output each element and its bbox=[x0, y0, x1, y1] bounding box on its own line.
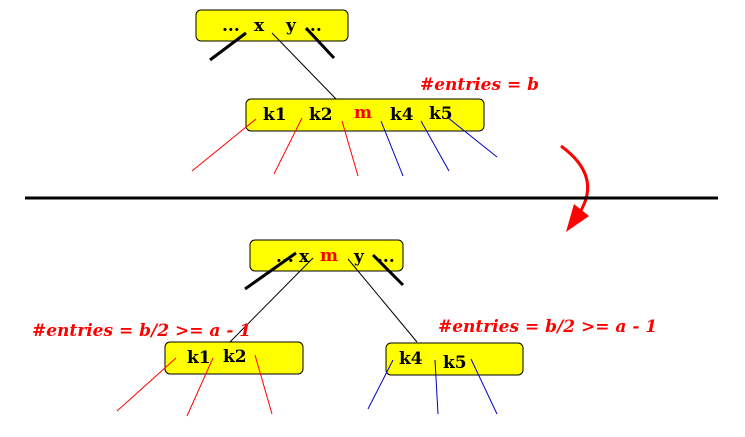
after-left-entries-annotation: #entries = b/2 >= a - 1 bbox=[32, 321, 251, 341]
after-right-key-k4: k4 bbox=[399, 349, 423, 369]
after-left-node bbox=[164, 341, 304, 375]
after-left-child-edge-2 bbox=[186, 357, 214, 417]
after-state: ... x m y ... #entries = b/2 >= a - 1 #e… bbox=[32, 239, 657, 417]
after-parent-right-dots: ... bbox=[377, 247, 395, 267]
before-child-edge-6 bbox=[446, 116, 498, 158]
after-edge-to-left-node bbox=[228, 257, 314, 344]
before-parent-left-dots: ... bbox=[222, 16, 240, 36]
after-right-entries-annotation: #entries = b/2 >= a - 1 bbox=[438, 317, 657, 337]
after-right-node bbox=[385, 342, 524, 376]
after-right-child-edge-2 bbox=[434, 359, 439, 415]
after-edge-to-right-node bbox=[347, 258, 418, 343]
before-key-k1: k1 bbox=[263, 105, 287, 125]
before-child-edge-3 bbox=[341, 120, 359, 177]
before-child-edge-2 bbox=[273, 117, 303, 175]
before-parent-child-edge bbox=[271, 32, 338, 101]
after-parent-key-x: x bbox=[299, 247, 310, 267]
before-child-edge-5 bbox=[420, 120, 450, 172]
before-full-node bbox=[245, 98, 485, 132]
after-parent-left-dots: ... bbox=[276, 247, 294, 267]
before-child-edge-1 bbox=[191, 118, 257, 172]
before-key-m: m bbox=[354, 103, 372, 123]
after-left-child-edge-1 bbox=[116, 357, 177, 412]
before-state: ... x y ... #entries = b k1 k2 m k4 k5 bbox=[191, 9, 539, 177]
after-parent-key-y: y bbox=[353, 247, 365, 267]
before-key-k4: k4 bbox=[390, 105, 414, 125]
after-left-child-edge-3 bbox=[254, 354, 273, 415]
before-key-k5: k5 bbox=[429, 104, 453, 124]
after-right-key-k5: k5 bbox=[443, 353, 467, 373]
after-parent-node bbox=[249, 239, 404, 272]
after-right-child-edge-1 bbox=[367, 359, 394, 410]
after-parent-left-stub bbox=[244, 251, 297, 291]
before-parent-key-y: y bbox=[285, 16, 297, 36]
before-parent-right-dots: ... bbox=[304, 16, 322, 36]
before-parent-right-stub bbox=[304, 26, 336, 60]
before-parent-node bbox=[195, 9, 349, 42]
after-left-key-k2: k2 bbox=[223, 347, 247, 367]
after-parent-right-stub bbox=[371, 253, 405, 287]
after-right-child-edge-3 bbox=[470, 358, 498, 415]
before-parent-key-x: x bbox=[254, 16, 265, 36]
after-left-key-k1: k1 bbox=[187, 348, 211, 368]
before-parent-left-stub bbox=[209, 31, 247, 62]
curved-arrow-icon bbox=[560, 144, 590, 232]
after-parent-key-m: m bbox=[320, 246, 338, 266]
before-entries-annotation: #entries = b bbox=[420, 75, 539, 95]
before-child-edge-4 bbox=[380, 120, 404, 177]
before-key-k2: k2 bbox=[309, 105, 333, 125]
